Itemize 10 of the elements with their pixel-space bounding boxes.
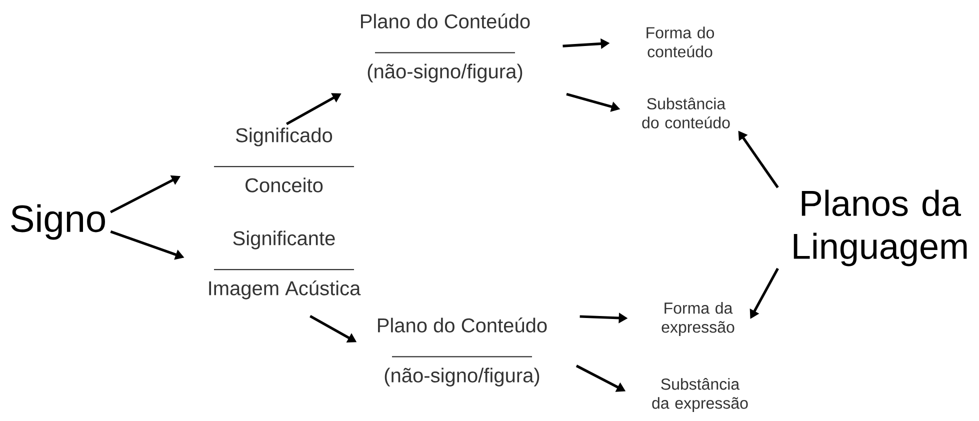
term-text: Forma do conteúdo (646, 26, 714, 58)
fraction-label: Plano do Conteúdo (não-signo/figura) (361, 14, 530, 82)
term-text: Substância do conteúdo (642, 98, 730, 128)
fraction-label: Significado Conceito (214, 128, 354, 192)
fraction-label: Significante Imagem Acústica (209, 230, 361, 300)
term-text: Substância da expressão (652, 378, 748, 412)
term-text: Forma da expressão (662, 302, 734, 336)
term-text: Signo (11, 204, 105, 240)
title-text: Planos da Linguagem (794, 190, 967, 266)
fraction-label: Plano do Conteúdo (não-signo/figura) (378, 318, 547, 386)
